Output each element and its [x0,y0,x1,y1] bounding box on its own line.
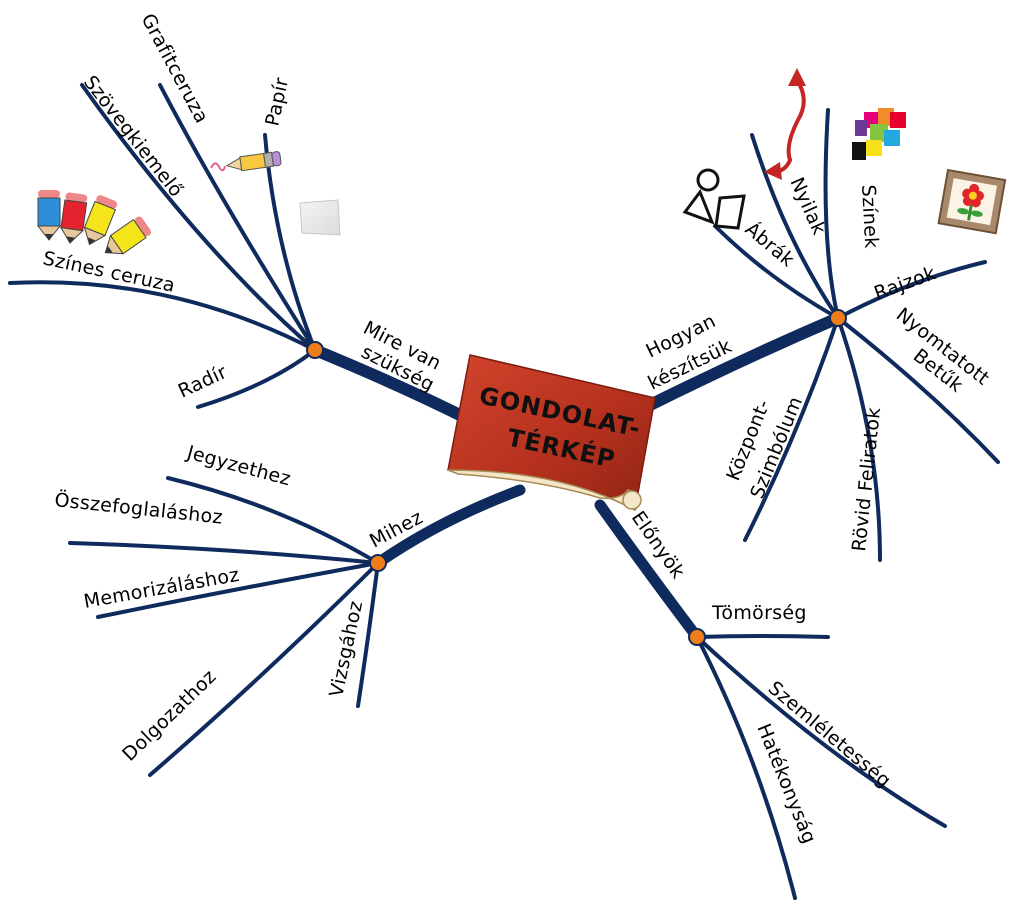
central-scroll: GONDOLAT- TÉRKÉP [447,354,656,512]
sub-branches [8,83,1000,900]
branch-szinek-line [823,108,840,320]
branch-memorizalashoz-line [96,561,380,619]
branch-nyomtatott-line [836,316,1000,464]
label-jegyzethez: Jegyzethez [184,441,293,490]
branch-rajzok-line [836,260,987,320]
pencil-icon [210,151,282,172]
branch-elonyok-label: Előnyök [627,507,689,583]
label-tomorseg: Tömörség [711,602,807,624]
hogyan-labels: Ábrák Nyilak Színek Rajzok Nyomtatott Be… [722,174,993,552]
branch-dolgozathoz-line [148,561,380,777]
scroll-roll [622,490,642,510]
branch-mire-line [309,344,476,426]
arrow-icon [764,68,806,180]
shapes-icon [682,168,746,230]
label-abrak: Ábrák [741,217,799,271]
branch-mihez-line [372,484,526,569]
branch-hogyan-line [634,312,844,416]
node-mire [306,341,324,359]
branch-hatekonysag-line [695,635,797,900]
branch-abrak-line [713,224,840,320]
paper-icon [299,199,341,236]
label-dolgozathoz: Dolgozathoz [118,666,220,766]
label-szines-ceruza: Színes ceruza [41,247,177,296]
branch-tomorseg-line [695,634,830,639]
branch-radir-line [196,348,317,409]
label-papir: Papír [261,76,293,128]
label-szovegkiemelo: Szövegkiemelő [79,72,187,202]
label-szinek: Színek [857,184,882,249]
nodes [306,309,847,646]
node-mihez [369,554,387,572]
branch-rovid-feliratok-line [836,316,882,562]
branch-kozpont-line [743,316,840,542]
branch-elonyok-line [594,499,703,643]
branch-szovegkiemelo-line [80,83,317,352]
branch-vizsgahoz-line [356,561,380,708]
branch-grafitceruza-line [158,83,317,352]
framed-flower-icon [937,168,1007,235]
branch-nyilak-line [750,133,840,320]
label-rajzok: Rajzok [871,262,939,305]
node-elonyok [688,628,706,646]
branch-szemleletesseg-line [695,635,947,828]
label-nyilak: Nyilak [785,174,830,238]
main-branches [309,312,844,643]
branch-papir-line [263,133,317,352]
color-swatches-icon [852,108,906,160]
scroll-curl [447,469,640,511]
node-hogyan [829,309,847,327]
label-radir: Radír [175,361,231,403]
branch-szines-ceruza-line [8,280,317,352]
colored-pencils-icon [36,190,152,255]
label-hatekonysag: Hatékonyság [752,721,820,847]
branch-jegyzethez-line [166,476,380,565]
branch-osszefoglalashoz-line [68,541,380,565]
label-osszefoglalashoz: Összefoglaláshoz [53,488,223,529]
